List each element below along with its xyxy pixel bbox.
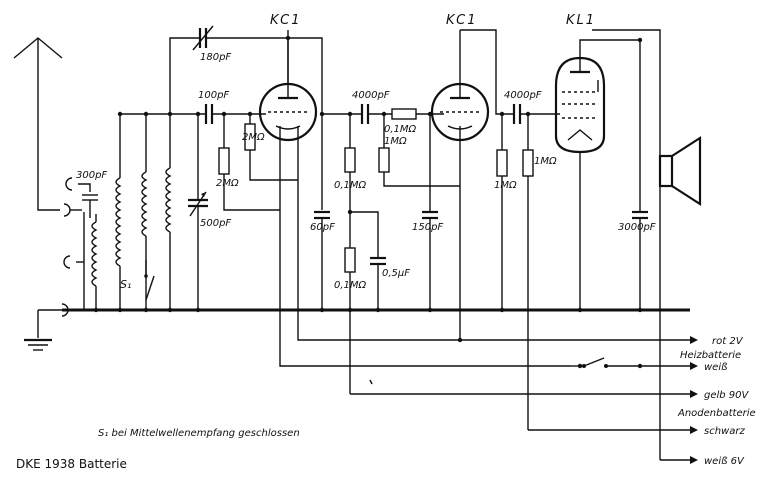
terminal-schwarz: schwarz bbox=[704, 426, 745, 437]
tuning-capacitor bbox=[188, 114, 208, 310]
label-c-3000: 3000pF bbox=[618, 222, 656, 233]
label-heizbatterie: Heizbatterie bbox=[680, 350, 741, 361]
label-s1: S₁ bbox=[120, 278, 131, 291]
cap-150pf bbox=[422, 114, 438, 310]
tube-label-v2: KC1 bbox=[446, 13, 478, 28]
tube-v3 bbox=[554, 39, 640, 310]
terminal-weiss-6v: weiß 6V bbox=[704, 456, 745, 467]
label-c-60: 60pF bbox=[310, 222, 335, 233]
battery-leads bbox=[279, 180, 690, 461]
label-c-couple1: 4000pF bbox=[352, 90, 390, 101]
antenna-symbol bbox=[13, 37, 63, 211]
junction-dots bbox=[93, 35, 643, 369]
input-coupling bbox=[70, 183, 98, 310]
coil-l4 bbox=[165, 114, 172, 310]
terminal-arrows bbox=[690, 336, 698, 464]
terminal-gelb-90v: gelb 90V bbox=[704, 390, 750, 401]
ground-symbol bbox=[24, 309, 62, 351]
loudspeaker bbox=[658, 135, 702, 207]
label-r-01-mid: 0,1MΩ bbox=[334, 180, 367, 191]
label-c-05: 0,5µF bbox=[382, 268, 410, 279]
label-r-01-top: 0,1MΩ bbox=[384, 124, 417, 135]
antenna-coil bbox=[91, 214, 98, 310]
label-c-ant: 300pF bbox=[76, 170, 107, 181]
label-c-couple2: 4000pF bbox=[504, 90, 542, 101]
grid-resistors-1 bbox=[218, 114, 298, 211]
diagram-title: DKE 1938 Batterie bbox=[16, 457, 127, 471]
label-r-1-b: 1MΩ bbox=[534, 156, 557, 167]
label-r-01-bot: 0,1MΩ bbox=[334, 280, 367, 291]
label-c-grid1: 100pF bbox=[198, 90, 229, 101]
tube-v2 bbox=[430, 30, 490, 340]
label-anodenbatterie: Anodenbatterie bbox=[677, 408, 756, 419]
terminal-weiss: weiß bbox=[704, 362, 727, 373]
cap-60pf bbox=[314, 210, 330, 310]
coil-l3 bbox=[141, 114, 148, 310]
label-r-1-v2: 1MΩ bbox=[384, 136, 407, 147]
stage3-resistors bbox=[496, 114, 534, 430]
switch-s1 bbox=[144, 260, 155, 301]
feedback-capacitor bbox=[169, 25, 323, 210]
tube-label-v3: KL1 bbox=[566, 13, 596, 28]
tube-label-v1: KC1 bbox=[270, 13, 302, 28]
label-c-tune: 500pF bbox=[200, 218, 231, 229]
label-c-trim: 180pF bbox=[200, 52, 231, 63]
label-r-grid1-top: 2MΩ bbox=[242, 132, 265, 143]
v2-plate-wire bbox=[460, 29, 514, 115]
output-wiring bbox=[592, 29, 661, 460]
stage2-resistors bbox=[344, 114, 460, 310]
grid-capacitor-1 bbox=[204, 104, 266, 124]
terminal-rot-2v: rot 2V bbox=[712, 336, 744, 347]
label-r-grid1-bot: 2MΩ bbox=[216, 178, 239, 189]
coil-l2 bbox=[115, 114, 122, 310]
label-r-1-a: 1MΩ bbox=[494, 180, 517, 191]
input-sockets bbox=[61, 177, 73, 317]
label-c-150: 150pF bbox=[412, 222, 443, 233]
coupling-cap-2 bbox=[512, 104, 560, 124]
footnote: S₁ bei Mittelwellenempfang geschlossen bbox=[98, 428, 300, 439]
